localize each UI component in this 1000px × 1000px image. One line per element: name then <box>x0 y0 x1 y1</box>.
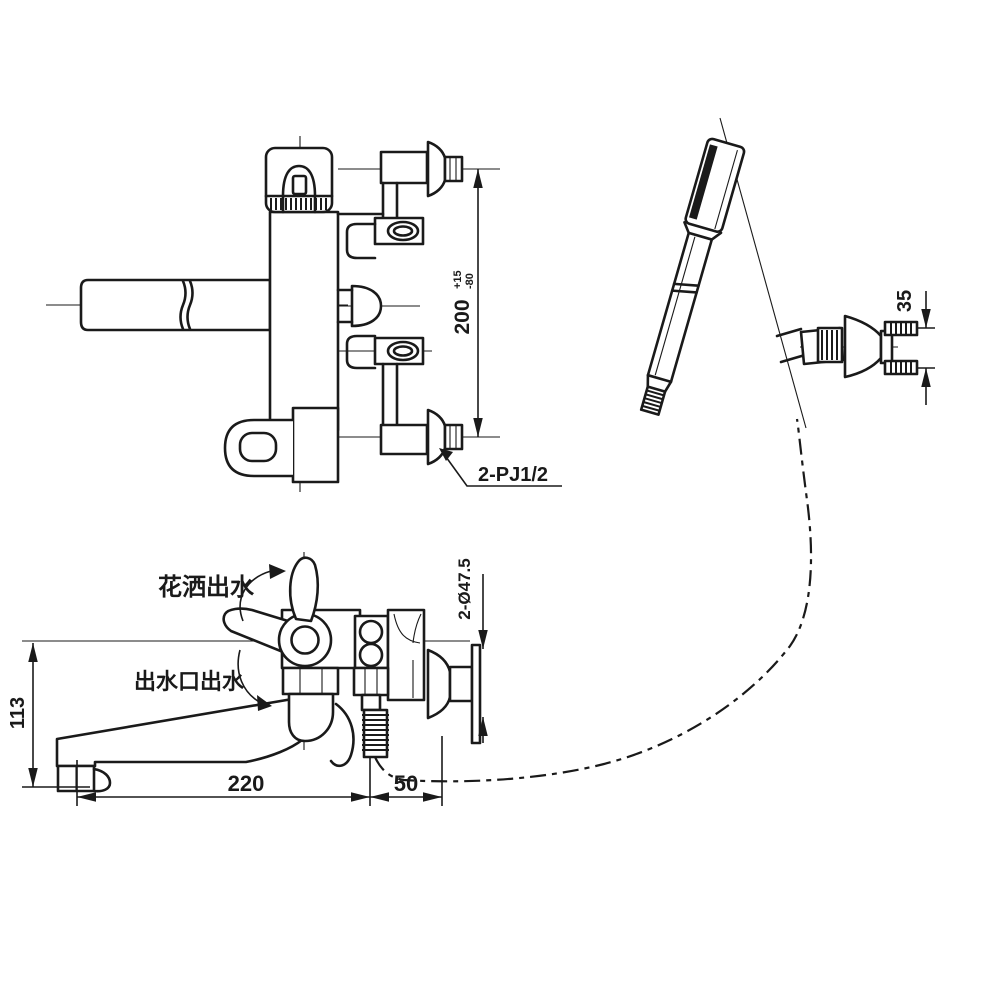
bonnet-hex-nut <box>281 666 340 696</box>
lever-blade <box>222 607 290 656</box>
shower-face-shading <box>689 144 718 220</box>
lower-pipe <box>379 423 429 456</box>
break-line <box>670 289 698 294</box>
valve-body-front <box>268 210 340 432</box>
flange-hub <box>448 665 474 703</box>
shower-head <box>684 137 746 233</box>
spout-side <box>55 694 312 768</box>
hand-shower: 35 <box>639 117 935 429</box>
dim-113-value: 113 <box>7 697 29 729</box>
connection-thread-label: 2-PJ1/2 <box>478 464 548 486</box>
lower-flange-nut <box>443 423 464 451</box>
knob-arch <box>281 164 317 214</box>
aerator-cap <box>92 767 112 793</box>
diverter-dome <box>350 284 383 328</box>
wall-arm <box>386 608 426 702</box>
dim-200-value: 200 <box>451 299 474 334</box>
rotation-arrow-shower <box>239 564 286 622</box>
dimension-50: 50 <box>370 736 443 806</box>
upper-pipe <box>379 150 429 185</box>
dimension-113: 113 <box>7 643 90 788</box>
spout-front <box>79 278 272 332</box>
label-spout-outlet: 出水口出水 <box>134 669 245 694</box>
dim-220-value: 220 <box>228 771 265 796</box>
wall-flange-side <box>426 648 452 720</box>
dimension-35: 35 <box>894 290 935 405</box>
break-line <box>179 279 187 331</box>
wall-plate <box>470 643 482 745</box>
inlet-knurling <box>642 389 664 412</box>
dimension-flange-diameter: 2-Ø47.5 <box>455 558 488 743</box>
screw-threads <box>890 322 912 374</box>
break-line <box>672 282 700 287</box>
bracket-bell <box>843 314 883 379</box>
dim-200-upper-tol: +15 <box>452 270 464 289</box>
hook-block <box>291 406 340 484</box>
break-line <box>186 279 194 331</box>
dim-flange-value: 2-Ø47.5 <box>455 558 474 619</box>
upper-flange-nut <box>443 155 464 183</box>
lever-thumb-tab <box>288 556 320 623</box>
hose-connector-hex <box>352 666 390 697</box>
spout-root-curve <box>329 702 355 768</box>
lower-wall-flange <box>426 408 447 466</box>
dim-35-value: 35 <box>894 290 916 312</box>
hook-slot <box>238 431 278 463</box>
rotation-arrow-spout <box>237 649 272 711</box>
thread-ridges <box>362 714 389 751</box>
knob-knurling <box>821 330 838 360</box>
label-shower-outlet: 花洒出水 <box>158 574 255 601</box>
dim-50-value: 50 <box>394 771 418 796</box>
dim-200-lower-tol: -80 <box>464 273 476 289</box>
dimension-200: 200 +15 -80 <box>451 169 483 437</box>
upper-connector <box>345 222 377 260</box>
shower-wall-bracket <box>775 314 919 379</box>
front-view: 200 +15 -80 2-PJ1/2 <box>46 136 562 492</box>
hose-connector-neck <box>360 693 382 712</box>
shower-handle <box>646 231 714 384</box>
bonnet <box>287 692 335 743</box>
upper-wall-flange <box>426 140 447 198</box>
knob-screw <box>291 174 308 196</box>
shower-wand <box>639 137 746 416</box>
dimension-220: 220 <box>76 757 371 806</box>
lower-connector <box>345 334 377 370</box>
label-2pj12: 2-PJ1/2 <box>439 448 562 487</box>
side-view: 花洒出水 出水口出水 113 220 50 2-Ø47.5 <box>7 552 488 806</box>
shower-hose-dashed-line <box>374 418 813 783</box>
